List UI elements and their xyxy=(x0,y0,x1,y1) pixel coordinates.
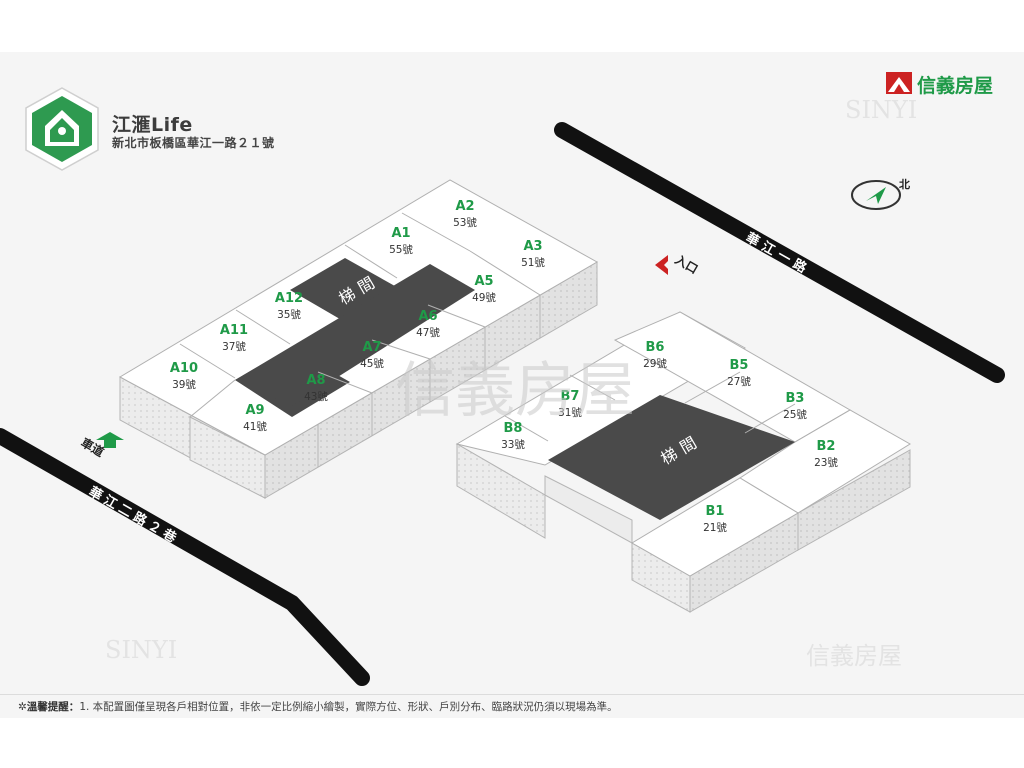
unit-number-a6: 47號 xyxy=(416,326,440,339)
building-b xyxy=(455,311,911,613)
unit-id-a9: A9 xyxy=(245,403,264,418)
unit-id-b8: B8 xyxy=(504,421,523,436)
footer-text: 1. 本配置圖僅呈現各戶相對位置，非依一定比例縮小繪製，實際方位、形狀、戶別分布… xyxy=(79,701,618,713)
watermark-sinyi-en-bottom: SINYI xyxy=(105,636,178,664)
project-address: 新北市板橋區華江一路２１號 xyxy=(112,136,275,150)
unit-id-a10: A10 xyxy=(170,361,198,376)
unit-number-a2: 53號 xyxy=(453,216,477,229)
footer-divider xyxy=(0,694,1024,695)
unit-number-a1: 55號 xyxy=(389,243,413,256)
unit-number-b5: 27號 xyxy=(727,375,751,388)
road-lane xyxy=(0,428,370,686)
unit-id-a8: A8 xyxy=(306,373,325,388)
unit-number-a7: 45號 xyxy=(360,357,384,370)
compass-label: 北 xyxy=(899,177,910,191)
site-plan: 華江一路 華江二路２巷 xyxy=(0,72,1005,686)
unit-number-b6: 29號 xyxy=(643,357,667,370)
watermark-center: 信義房屋 xyxy=(395,356,635,426)
unit-id-b2: B2 xyxy=(817,439,836,454)
unit-number-b1: 21號 xyxy=(703,521,727,534)
unit-id-a11: A11 xyxy=(220,323,248,338)
unit-id-b1: B1 xyxy=(706,504,725,519)
unit-id-a7: A7 xyxy=(362,340,381,355)
compass: 北 xyxy=(851,177,910,210)
unit-number-a10: 39號 xyxy=(172,378,196,391)
unit-number-a9: 41號 xyxy=(243,420,267,433)
footer-whitespace xyxy=(0,718,1024,768)
unit-number-a8: 43號 xyxy=(304,390,328,403)
building-b-units: B1 21號 B2 23號 B3 25號 B5 27號 B6 29號 B7 31號 B8 33號 xyxy=(501,340,838,534)
sinyi-logo-icon xyxy=(886,72,912,94)
watermark-sinyi-en: SINYI xyxy=(845,96,918,124)
unit-id-a6: A6 xyxy=(418,309,437,324)
agency-logo-text: 信義房屋 xyxy=(917,75,994,97)
unit-number-b7: 31號 xyxy=(558,406,582,419)
unit-id-b6: B6 xyxy=(646,340,665,355)
unit-id-a1: A1 xyxy=(391,226,410,241)
unit-id-b7: B7 xyxy=(561,389,580,404)
project-logo xyxy=(25,87,99,171)
unit-id-a5: A5 xyxy=(474,274,493,289)
watermark-sinyi-zh-bottom: 信義房屋 xyxy=(806,642,902,670)
building-a xyxy=(118,179,599,499)
unit-number-b2: 23號 xyxy=(814,456,838,469)
unit-number-b8: 33號 xyxy=(501,438,525,451)
unit-id-b3: B3 xyxy=(786,391,805,406)
unit-number-a5: 49號 xyxy=(472,291,496,304)
building-a-units: A1 55號 A2 53號 A3 51號 A5 49號 A6 47號 A7 45號 A8 43號 A9 41號… xyxy=(170,199,546,433)
footer-note: ✲溫馨提醒：1. 本配置圖僅呈現各戶相對位置，非依一定比例縮小繪製，實際方位、形… xyxy=(18,701,618,713)
road-main xyxy=(554,122,1005,383)
unit-number-a3: 51號 xyxy=(521,256,545,269)
unit-id-b5: B5 xyxy=(730,358,749,373)
unit-number-a11: 37號 xyxy=(222,340,246,353)
unit-number-a12: 35號 xyxy=(277,308,301,321)
unit-id-a2: A2 xyxy=(455,199,474,214)
unit-id-a12: A12 xyxy=(275,291,303,306)
unit-number-b3: 25號 xyxy=(783,408,807,421)
unit-id-a3: A3 xyxy=(523,239,542,254)
footer-label: 溫馨提醒： xyxy=(26,701,80,713)
project-name: 江滙Life xyxy=(112,114,193,136)
